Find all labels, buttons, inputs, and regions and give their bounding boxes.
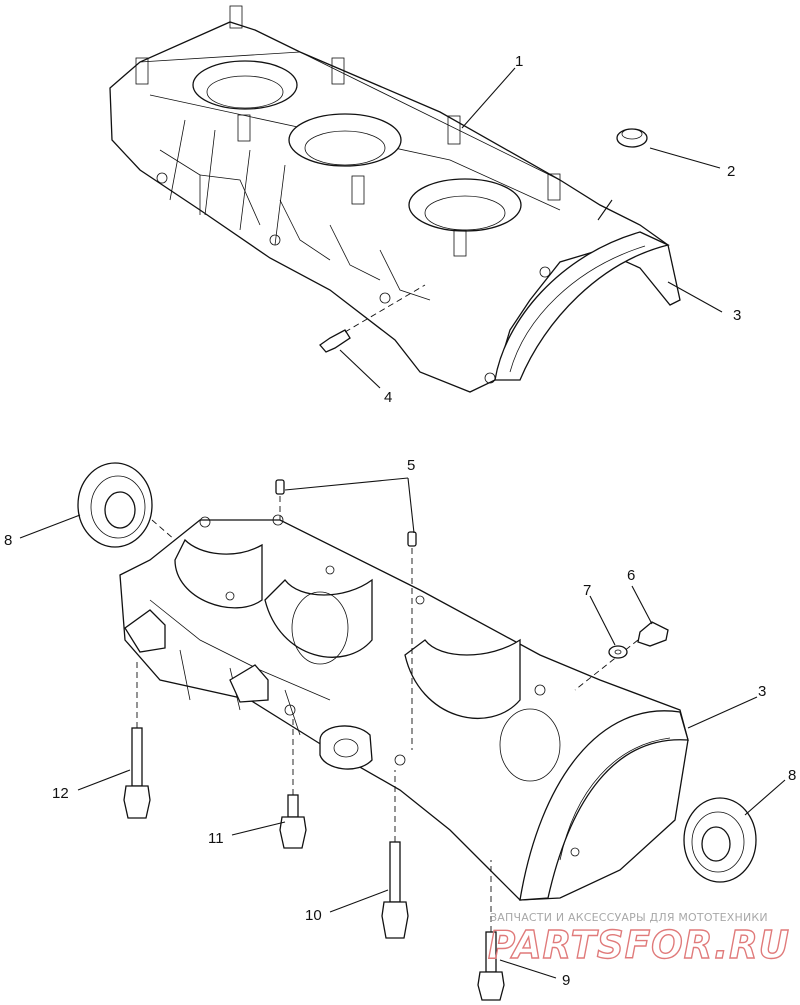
callout-8-right: 8: [788, 767, 796, 784]
callout-3-upper: 3: [733, 307, 741, 324]
plug-part-2: [616, 128, 648, 148]
callout-12: 12: [52, 785, 69, 802]
callout-3-lower: 3: [758, 683, 766, 700]
callout-1: 1: [515, 53, 523, 70]
upper-crankcase-half: [109, 5, 681, 393]
stud-part-9: [477, 860, 505, 1001]
stud-part-12: [123, 660, 151, 819]
watermark-brand: PARTSFOR.RU: [488, 923, 790, 967]
seal-part-8-right: [683, 797, 757, 883]
watermark: ЗАПЧАСТИ И АКСЕССУАРЫ ДЛЯ МОТОТЕХНИКИ PA…: [487, 911, 790, 968]
callout-10: 10: [305, 907, 322, 924]
callout-8-left: 8: [4, 532, 12, 549]
bolt-part-6: [574, 621, 669, 691]
callout-5: 5: [407, 457, 415, 474]
leader-lines: [19, 67, 786, 979]
stud-part-10: [381, 770, 409, 939]
stud-part-11: [279, 715, 307, 849]
lower-crankcase-half: [119, 514, 689, 901]
watermark-tagline: ЗАПЧАСТИ И АКСЕССУАРЫ ДЛЯ МОТОТЕХНИКИ: [490, 911, 768, 924]
callout-2: 2: [727, 163, 735, 180]
dowel-pins-part-5: [275, 479, 417, 750]
washer-part-7: [608, 645, 628, 659]
callout-6: 6: [627, 567, 635, 584]
callout-9: 9: [562, 972, 570, 989]
seal-part-8-left: [77, 462, 176, 548]
callout-4: 4: [384, 389, 392, 406]
callout-11: 11: [208, 830, 224, 847]
callout-labels: 1 2 3 4 5 6 7 3 8 8 9 10 11 12: [4, 53, 796, 989]
callout-7: 7: [583, 582, 591, 599]
screw-part-4: [319, 284, 426, 353]
